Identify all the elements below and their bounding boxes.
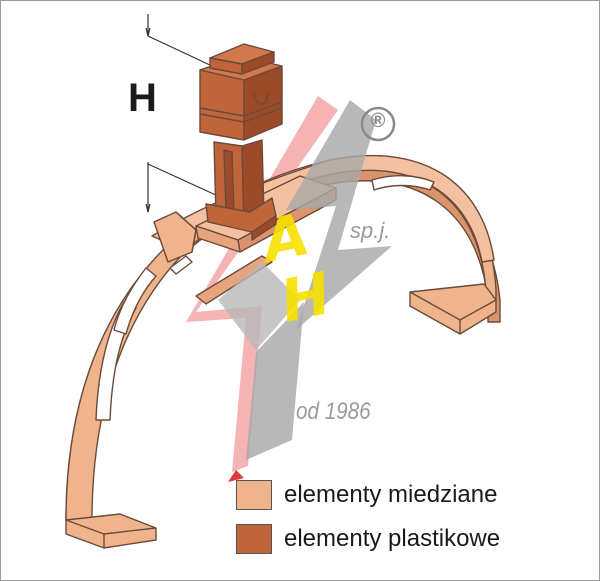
registered-mark: ®: [370, 110, 386, 132]
legend-swatch-copper: [236, 480, 272, 510]
legend-item-plastic: elementy plastikowe: [236, 524, 500, 554]
dimension-lines: [145, 14, 219, 213]
dimension-label-h: H: [128, 76, 157, 120]
logo-bolt-red: [186, 96, 338, 482]
legend-swatch-plastic: [236, 524, 272, 554]
since-text: od 1986: [296, 398, 371, 425]
legend-item-copper: elementy miedziane: [236, 480, 497, 510]
logo-bolt-gray: [218, 100, 392, 460]
plastic-insulator: [199, 43, 283, 241]
registered-circle: [360, 106, 396, 142]
legend-label-copper: elementy miedziane: [284, 481, 498, 508]
legend-label-plastic: elementy plastikowe: [284, 525, 501, 552]
company-suffix: sp.j.: [350, 218, 391, 243]
